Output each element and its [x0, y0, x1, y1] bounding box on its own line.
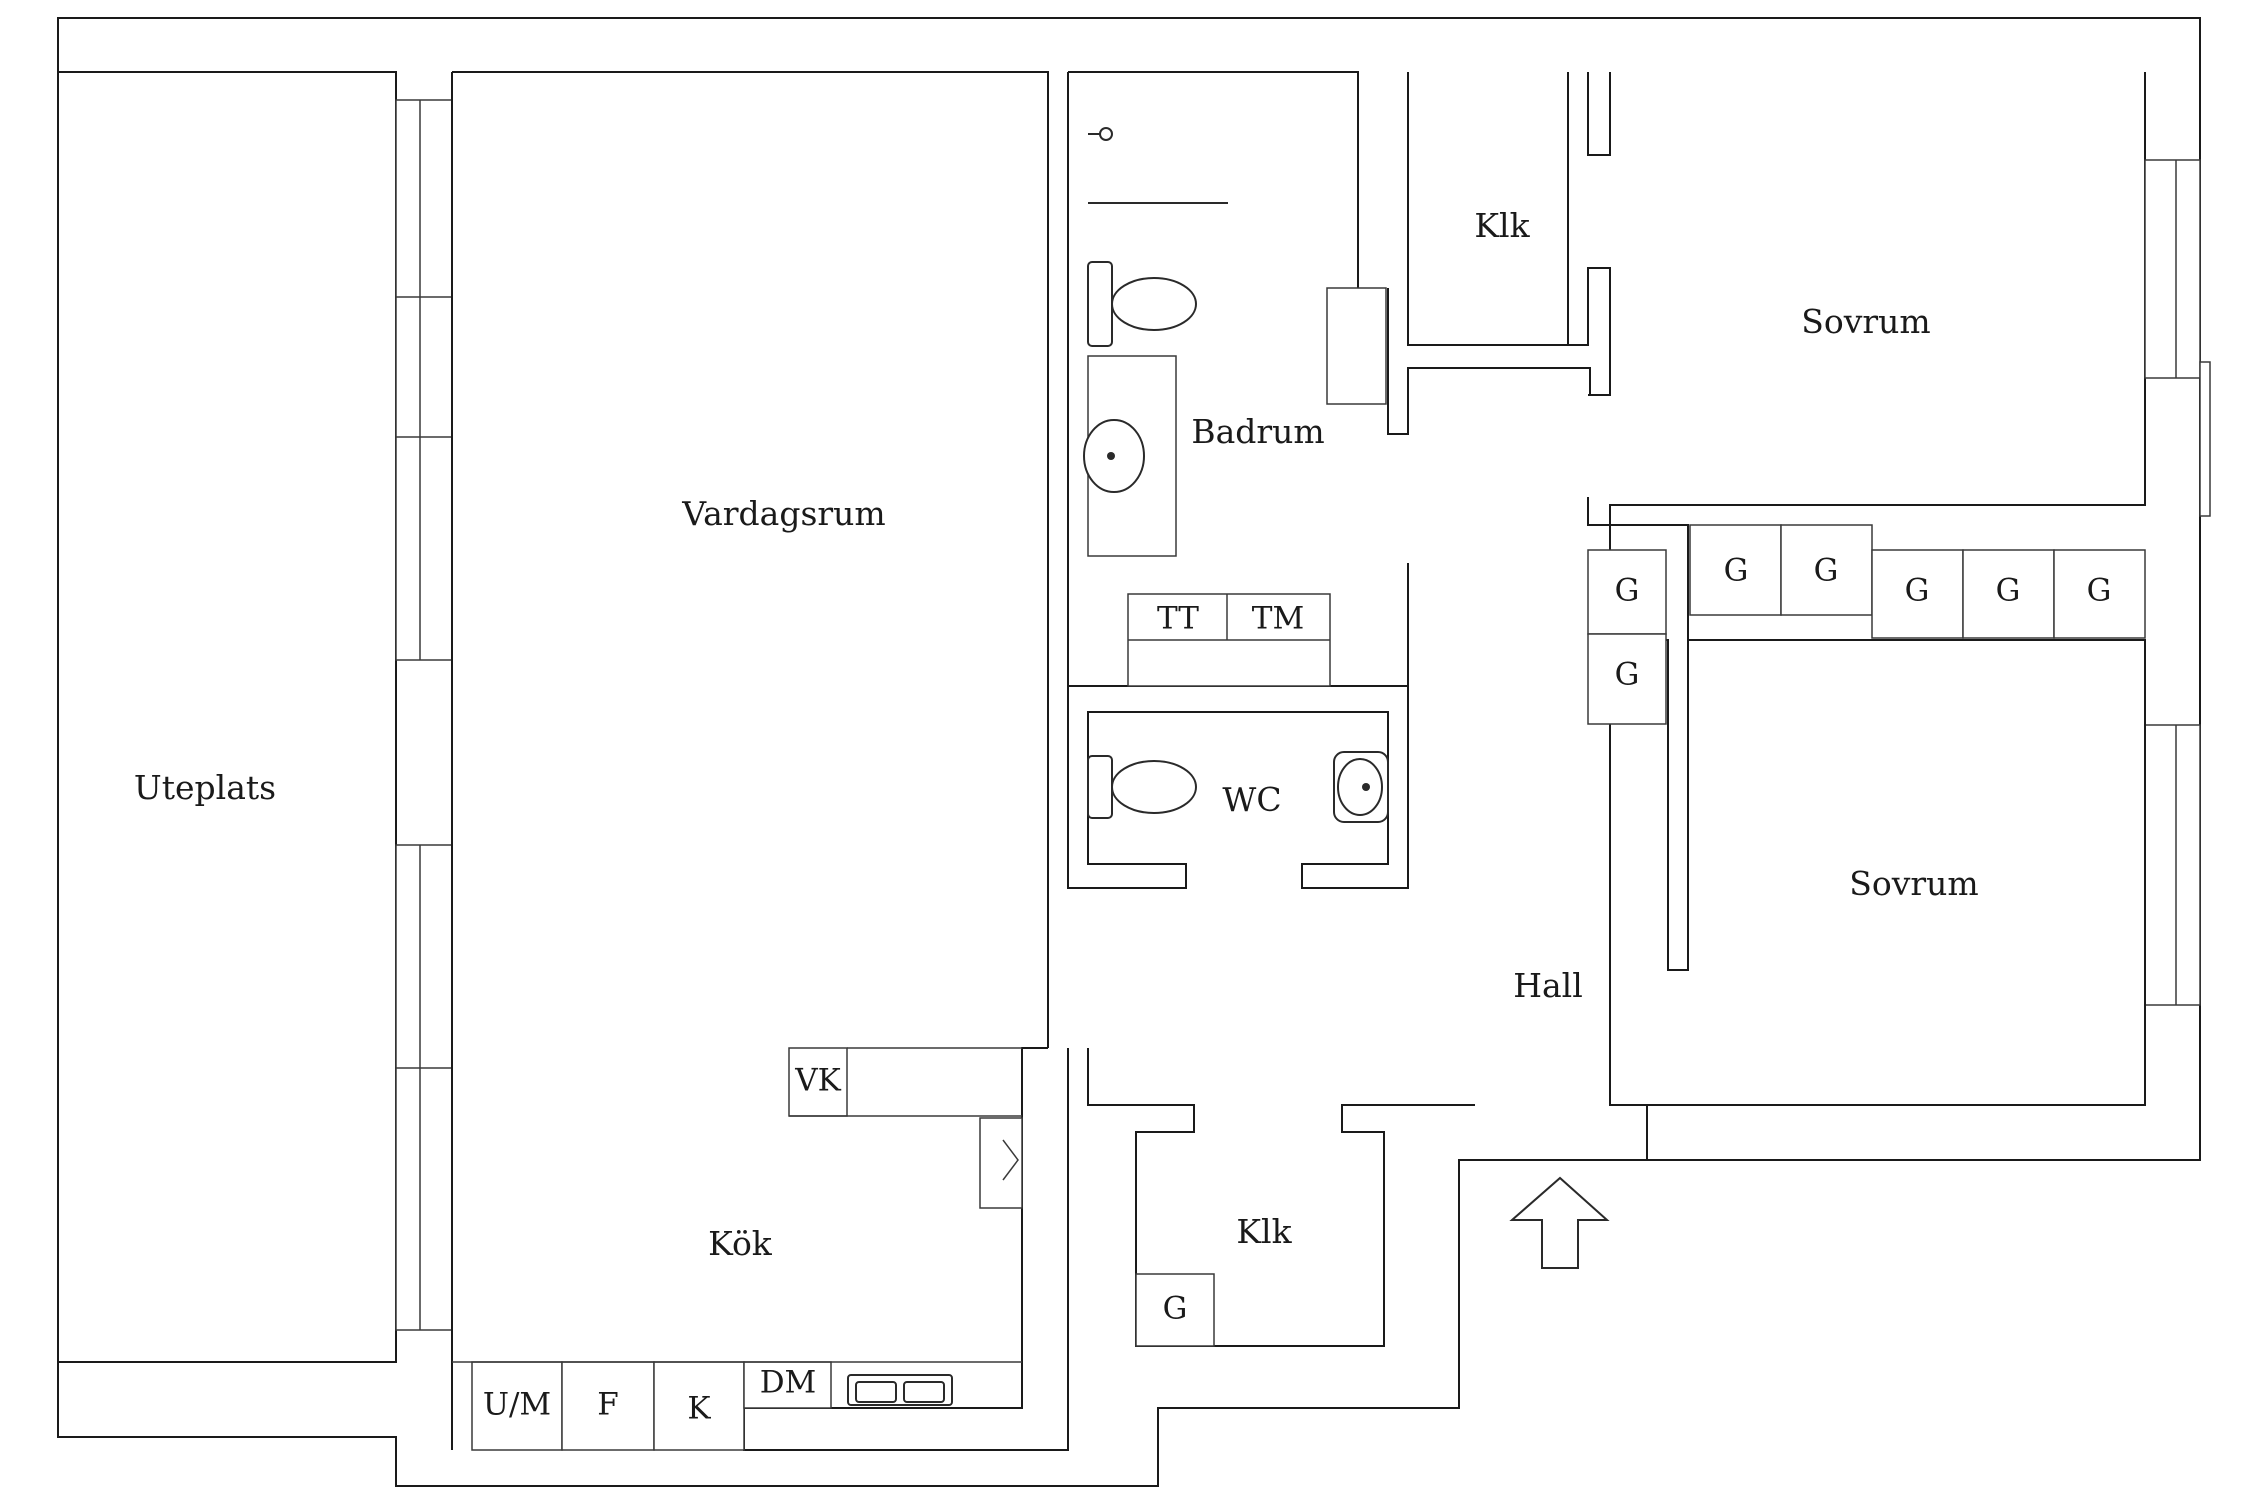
room-label-sovrum-bottom: Sovrum — [1849, 864, 1978, 903]
washing-machine-label: TT — [1157, 601, 1199, 637]
room-label-badrum: Badrum — [1191, 412, 1324, 451]
wardrobe-1 — [1587, 549, 1667, 635]
top-closet-walls — [1408, 72, 1611, 396]
terrace-area — [57, 71, 397, 1363]
room-label-sovrum-top: Sovrum — [1801, 302, 1930, 341]
room-label-hall: Hall — [1513, 966, 1583, 1005]
kitchen: VK U/M F K DM — [452, 1047, 1069, 1451]
dm-label: DM — [760, 1365, 817, 1401]
counter-k — [653, 1361, 745, 1451]
toilet-icon — [1087, 261, 1197, 347]
wardrobe-label-1: G — [1615, 573, 1640, 609]
shower-icon — [1088, 127, 1113, 141]
k-label: K — [687, 1391, 711, 1427]
water-heater — [788, 1047, 848, 1117]
wardrobe-label-4: G — [1814, 553, 1839, 589]
room-label-vardagsrum: Vardagsrum — [681, 494, 885, 533]
wardrobe-label-3: G — [1724, 553, 1749, 589]
wc-walls — [1067, 686, 1409, 889]
sink-icon — [1083, 419, 1145, 493]
closet-wardrobe — [1135, 1273, 1215, 1347]
window-terrace-2 — [395, 844, 453, 1331]
wardrobes: G G G G G G G — [1587, 497, 2146, 971]
room-label-wc: WC — [1222, 780, 1281, 819]
room-label-uteplats: Uteplats — [134, 768, 276, 807]
wardrobe-2 — [1587, 633, 1667, 725]
room-label-klk-bottom: Klk — [1236, 1212, 1292, 1251]
terrace-windows — [395, 99, 453, 1331]
outer-walls — [57, 17, 2201, 1487]
water-heater-label: VK — [794, 1063, 841, 1099]
toilet-icon — [1087, 755, 1197, 819]
f-label: F — [597, 1387, 619, 1423]
dryer-label: TM — [1252, 601, 1304, 637]
wardrobe-7 — [2053, 549, 2146, 639]
bedroom-bottom-window — [2144, 724, 2201, 1006]
room-label-klk-top: Klk — [1474, 206, 1530, 245]
bottom-bedroom-walls — [1647, 639, 2146, 1106]
wardrobe-label-5: G — [1905, 573, 1930, 609]
wardrobe-label-6: G — [1996, 573, 2021, 609]
um-label: U/M — [483, 1387, 551, 1423]
bedroom-top-window — [2144, 159, 2211, 517]
bathroom-cabinet — [1326, 287, 1387, 405]
wardrobe-label-2: G — [1615, 657, 1640, 693]
closet-wardrobe-label: G — [1163, 1291, 1188, 1327]
tt-tm-units: TT TM — [1127, 593, 1331, 687]
room-label-kok: Kök — [708, 1224, 773, 1263]
wardrobe-6 — [1962, 549, 2055, 639]
wardrobe-5 — [1871, 549, 1964, 639]
counter-um — [471, 1361, 563, 1451]
counter-dm — [743, 1361, 832, 1409]
outer-wall-outline — [57, 17, 2201, 1487]
entrance-arrow-icon — [1509, 1176, 1610, 1269]
wardrobe-3 — [1689, 524, 1782, 616]
sink-icon — [1333, 751, 1389, 823]
wardrobe-label-7: G — [2087, 573, 2112, 609]
wardrobe-4 — [1780, 524, 1873, 616]
window-terrace-1 — [395, 99, 453, 661]
kitchen-sink-icon — [847, 1374, 953, 1406]
